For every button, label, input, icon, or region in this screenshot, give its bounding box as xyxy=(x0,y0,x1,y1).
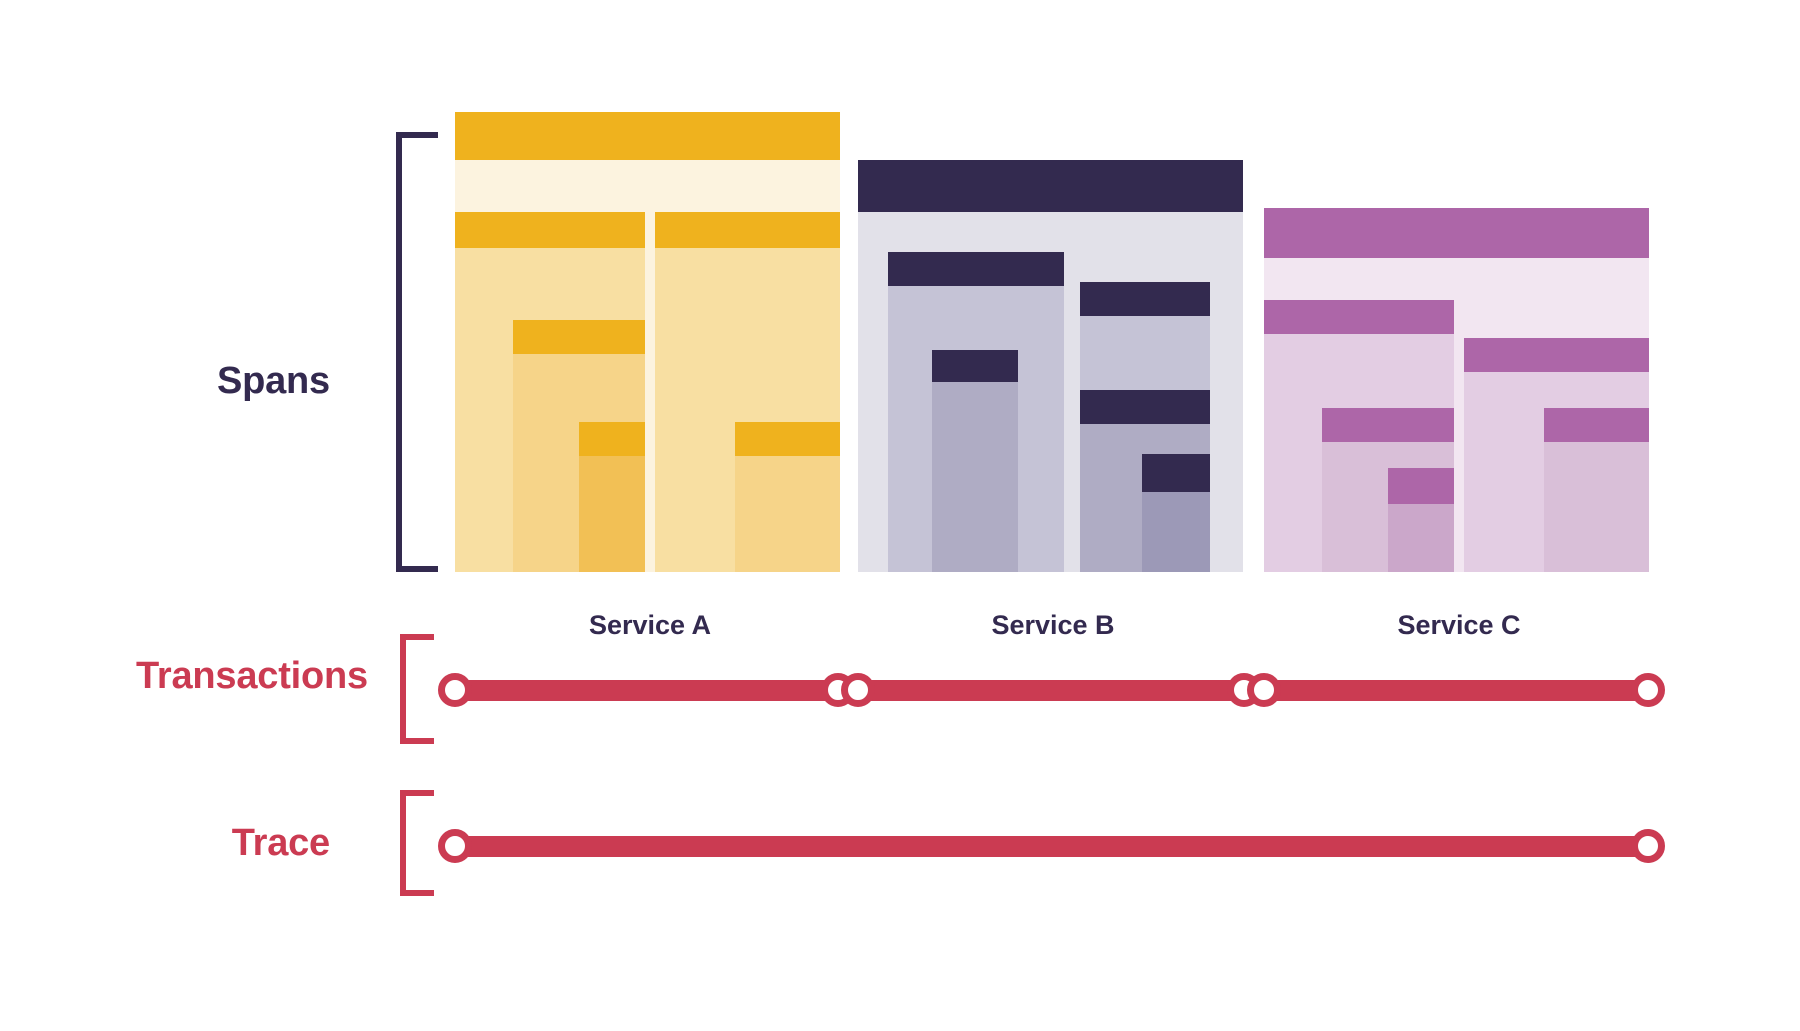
span-bar-head xyxy=(1264,300,1454,334)
span-bar-head xyxy=(1142,454,1210,492)
span-bar-head xyxy=(1080,390,1210,424)
span-bar xyxy=(1388,468,1454,572)
transaction-end-dot xyxy=(1631,673,1665,707)
trace-end-dot xyxy=(1631,829,1665,863)
service-span-group-service-b xyxy=(858,112,1248,572)
span-bar-head xyxy=(579,422,645,456)
span-bar-head xyxy=(655,212,840,248)
span-bar-head xyxy=(735,422,840,456)
transaction-bar xyxy=(1264,680,1648,701)
trace-row-label: Trace xyxy=(231,822,331,864)
span-bar xyxy=(735,422,840,572)
service-caption-service-a: Service A xyxy=(588,610,712,640)
transaction-bar xyxy=(858,680,1244,701)
span-bar-head xyxy=(858,160,1243,212)
span-bar-head xyxy=(1080,282,1210,316)
service-caption-service-b: Service B xyxy=(991,610,1115,640)
spans-row-label: Spans xyxy=(216,360,330,402)
service-caption-service-c: Service C xyxy=(1397,610,1521,640)
transaction-bar xyxy=(455,680,838,701)
transaction-start-dot xyxy=(1247,673,1281,707)
span-bar-head xyxy=(1388,468,1454,504)
span-bar xyxy=(579,422,645,572)
trace-start-dot xyxy=(438,829,472,863)
trace-bar xyxy=(455,836,1648,857)
span-bar-head xyxy=(1544,408,1649,442)
span-bar-head xyxy=(1264,208,1649,258)
service-span-group-service-a xyxy=(455,112,845,572)
transaction-start-dot xyxy=(841,673,875,707)
span-bar-head xyxy=(513,320,645,354)
spans-area: Service A Service B Service C xyxy=(455,112,1654,640)
span-bar-head xyxy=(888,252,1064,286)
span-bar xyxy=(1142,454,1210,572)
transaction-start-dot xyxy=(438,673,472,707)
service-span-group-service-c xyxy=(1264,112,1654,572)
span-bar xyxy=(932,350,1018,572)
span-bar-head xyxy=(455,212,645,248)
span-bar-head xyxy=(1322,408,1454,442)
span-bar xyxy=(1544,408,1649,572)
span-bar-head xyxy=(1464,338,1649,372)
transactions-row-label: Transactions xyxy=(135,655,368,697)
transactions-bracket xyxy=(400,634,434,744)
spans-bracket xyxy=(396,132,438,572)
span-bar-head xyxy=(455,112,840,160)
span-bar-head xyxy=(932,350,1018,382)
trace-bracket xyxy=(400,790,434,896)
